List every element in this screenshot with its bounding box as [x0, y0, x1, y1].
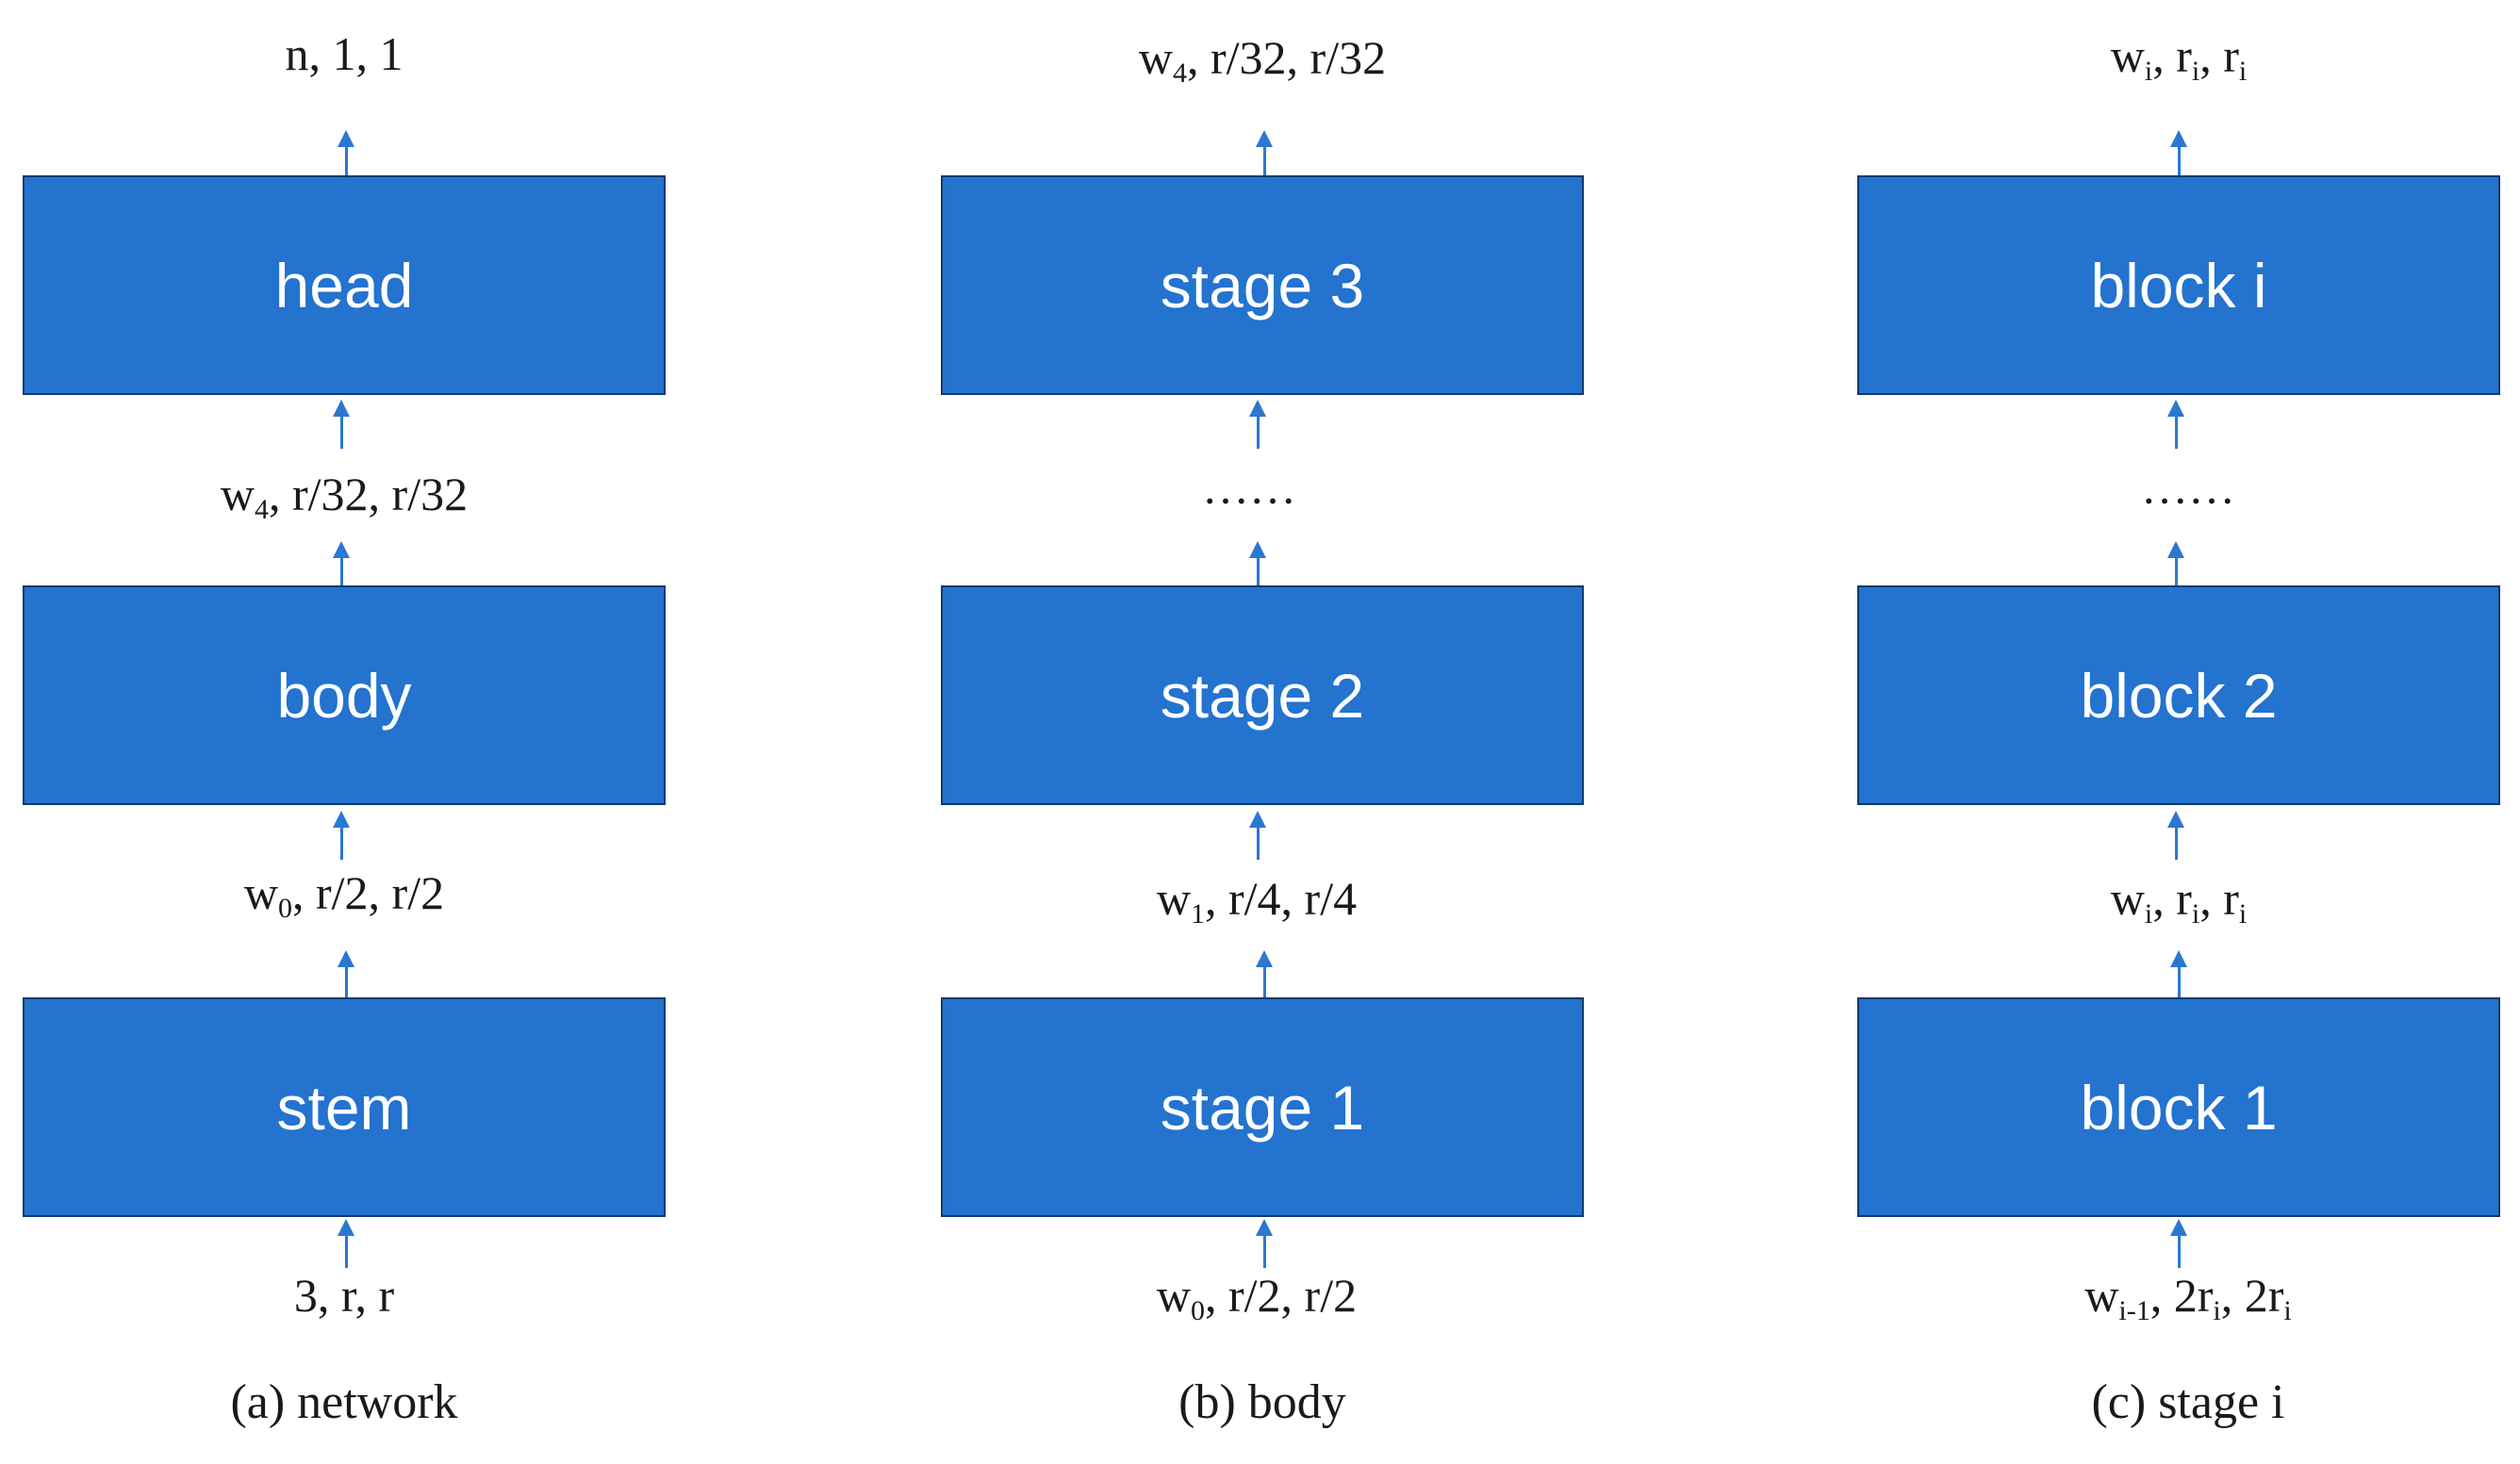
- arrow-icon: [1248, 541, 1267, 590]
- box-block-1: block 1: [1857, 997, 2500, 1217]
- arrow-icon: [337, 950, 355, 999]
- caption: (b) body: [1178, 1375, 1346, 1429]
- arrow-icon: [2169, 130, 2188, 179]
- label-output: wi, ri, ri: [2110, 29, 2248, 87]
- box-block-i: block i: [1857, 175, 2500, 395]
- arrow-icon: [2166, 400, 2185, 449]
- arrow-icon: [1255, 950, 1274, 999]
- arrow-icon: [337, 1219, 355, 1268]
- arrow-icon: [332, 811, 351, 860]
- label-output: w4, r/32, r/32: [1138, 31, 1387, 89]
- arrow-icon: [1248, 811, 1267, 860]
- label-input: 3, r, r: [293, 1269, 395, 1322]
- label-mid1: w0, r/2, r/2: [243, 866, 445, 924]
- box-body: body: [23, 585, 666, 805]
- arrow-icon: [2169, 1219, 2188, 1268]
- arrow-icon: [1248, 400, 1267, 449]
- box-stage-3: stage 3: [941, 175, 1584, 395]
- label-input: w0, r/2, r/2: [1156, 1269, 1358, 1326]
- arrow-icon: [332, 400, 351, 449]
- box-head: head: [23, 175, 666, 395]
- arrow-icon: [2166, 541, 2185, 590]
- column-body: w4, r/32, r/32 stage 3 …… stage 2 w1, r/…: [918, 0, 1584, 1464]
- label-mid2: ……: [2141, 461, 2235, 514]
- arrow-icon: [332, 541, 351, 590]
- label-mid1: w1, r/4, r/4: [1156, 872, 1358, 929]
- label-mid1: wi, ri, ri: [2110, 872, 2248, 929]
- arrow-icon: [2166, 811, 2185, 860]
- box-block-2: block 2: [1857, 585, 2500, 805]
- label-mid2: w4, r/32, r/32: [220, 468, 469, 525]
- label-input: wi-1, 2ri, 2ri: [2084, 1269, 2292, 1326]
- box-stem: stem: [23, 997, 666, 1217]
- caption: (a) network: [230, 1375, 458, 1429]
- arrow-icon: [337, 130, 355, 179]
- box-stage-1: stage 1: [941, 997, 1584, 1217]
- arrow-icon: [2169, 950, 2188, 999]
- box-stage-2: stage 2: [941, 585, 1584, 805]
- arrow-icon: [1255, 130, 1274, 179]
- caption: (c) stage i: [2091, 1375, 2285, 1429]
- arrow-icon: [1255, 1219, 1274, 1268]
- label-mid2: ……: [1202, 461, 1296, 514]
- column-network: n, 1, 1 head w4, r/32, r/32 body w0, r/2…: [0, 0, 666, 1464]
- label-output: n, 1, 1: [285, 27, 404, 80]
- column-stage-i: wi, ri, ri block i …… block 2 wi, ri, ri…: [1835, 0, 2500, 1464]
